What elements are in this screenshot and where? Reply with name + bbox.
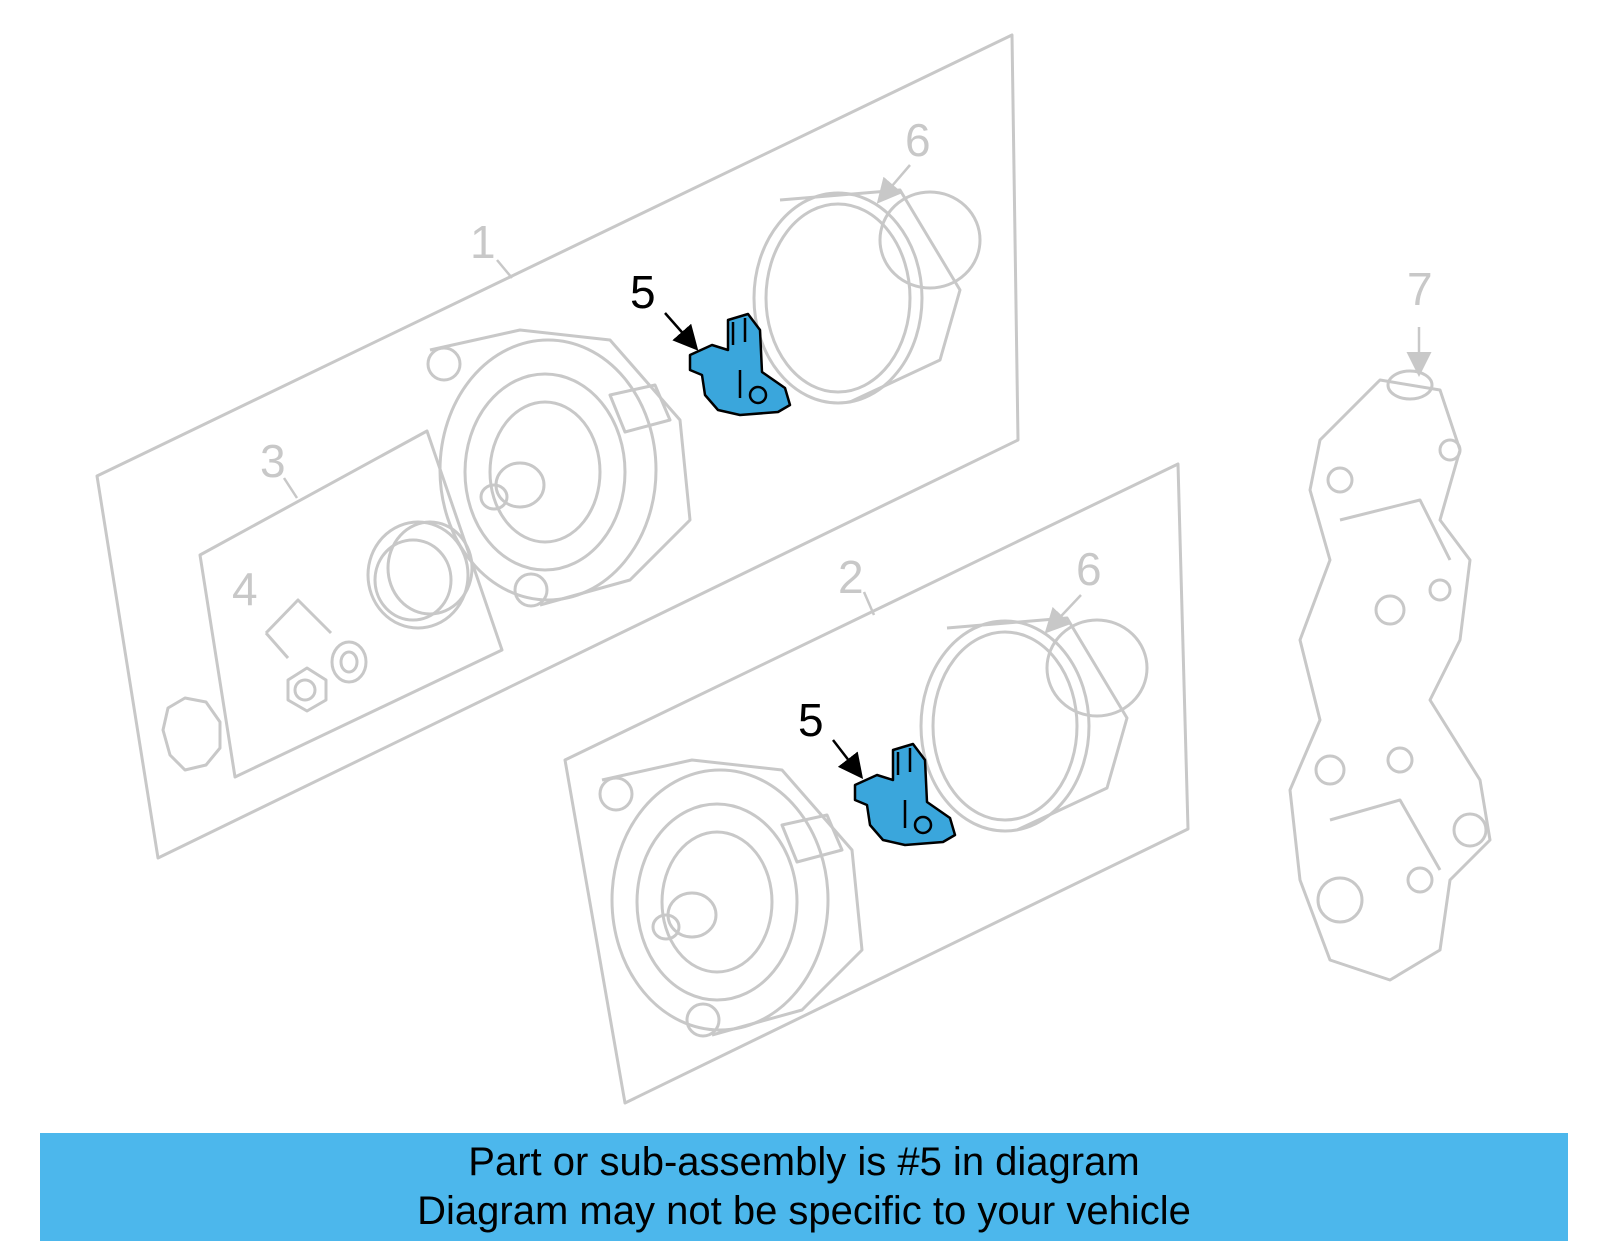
assembly-panel-3 [198, 429, 504, 779]
assembly-panel-2 [563, 462, 1190, 1105]
assembly-panel-1 [95, 33, 1020, 860]
callout-5a: 5 [630, 266, 656, 318]
housing-6a [752, 188, 982, 405]
leader-5a [664, 312, 699, 351]
nut-washer [264, 598, 368, 713]
banner-line-1: Part or sub-assembly is #5 in diagram [468, 1140, 1140, 1184]
end-cap [161, 696, 222, 772]
callout-7: 7 [1407, 263, 1433, 315]
alternator-2 [598, 758, 864, 1038]
callout-4: 4 [232, 563, 258, 615]
regulator-part-5b[interactable] [853, 742, 957, 847]
callout-6b: 6 [1076, 543, 1102, 595]
leader-6a [876, 164, 911, 204]
leader-3 [282, 477, 299, 499]
leader-5b [832, 739, 864, 779]
callout-3: 3 [260, 435, 286, 487]
alternator-1 [426, 328, 692, 608]
leader-1 [496, 259, 513, 279]
regulator-part-5a[interactable] [688, 312, 792, 417]
leader-2 [862, 591, 876, 616]
leader-6b [1044, 594, 1082, 634]
callout-5b: 5 [798, 694, 824, 746]
housing-6b [919, 616, 1149, 833]
mounting-bracket-7 [1288, 369, 1492, 982]
info-banner: Part or sub-assembly is #5 in diagram Di… [40, 1133, 1568, 1241]
callout-6a: 6 [905, 114, 931, 166]
banner-line-2: Diagram may not be specific to your vehi… [417, 1189, 1191, 1233]
pulley [366, 520, 474, 630]
callout-2: 2 [838, 551, 864, 603]
callout-1: 1 [470, 216, 496, 268]
